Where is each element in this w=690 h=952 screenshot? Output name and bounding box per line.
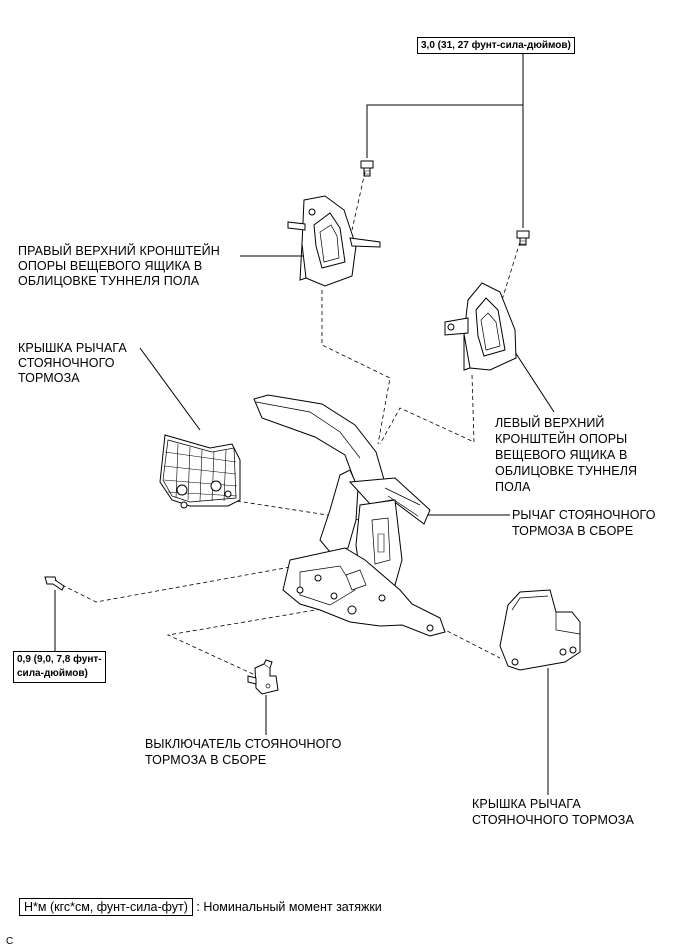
label-lever-cover-left-line-2: СТОЯНОЧНОГО <box>18 356 115 370</box>
torque-spec-top-text: 3,0 (31, 27 фунт-сила-дюймов) <box>421 40 571 51</box>
dash-right-bracket-lever <box>321 290 391 445</box>
dash-cover-left-lever <box>229 499 361 521</box>
left-upper-bracket <box>444 282 517 371</box>
label-right-upper-bracket-line-3: ОБЛИЦОВКЕ ТУННЕЛЯ ПОЛА <box>18 274 200 288</box>
parking-brake-lever <box>253 394 446 637</box>
leader-torque-top-right-bolt <box>366 52 524 158</box>
legend-box: Н*м (кгс*см, фунт-сила-фут) <box>19 898 193 916</box>
label-parking-brake-switch: ВЫКЛЮЧАТЕЛЬ СТОЯНОЧНОГО ТОРМОЗА В СБОРЕ <box>145 736 341 768</box>
dash-bolt-right <box>351 171 366 231</box>
torque-spec-left-line-2: сила-дюймов) <box>17 668 88 679</box>
bolt-top-right <box>360 160 374 177</box>
label-parking-brake-lever-line-1: РЫЧАГ СТОЯНОЧНОГО <box>512 508 656 522</box>
label-lever-cover-right-line-2: СТОЯНОЧНОГО ТОРМОЗА <box>472 813 634 827</box>
label-parking-brake-lever: РЫЧАГ СТОЯНОЧНОГО ТОРМОЗА В СБОРЕ <box>512 507 656 539</box>
torque-spec-top: 3,0 (31, 27 фунт-сила-дюймов) <box>417 37 575 54</box>
label-left-upper-bracket-line-5: ПОЛА <box>495 480 531 494</box>
label-right-upper-bracket-line-1: ПРАВЫЙ ВЕРХНИЙ КРОНШТЕЙН <box>18 244 220 258</box>
label-left-upper-bracket-line-3: ВЕЩЕВОГО ЯЩИКА В <box>495 448 628 462</box>
legend: Н*м (кгс*см, фунт-сила-фут) : Номинальны… <box>19 898 382 916</box>
label-left-upper-bracket: ЛЕВЫЙ ВЕРХНИЙ КРОНШТЕЙН ОПОРЫ ВЕЩЕВОГО Я… <box>495 415 637 495</box>
label-lever-cover-left-line-3: ТОРМОЗА <box>18 371 80 385</box>
label-right-upper-bracket-line-2: ОПОРЫ ВЕЩЕВОГО ЯЩИКА В <box>18 259 203 273</box>
label-left-upper-bracket-line-1: ЛЕВЫЙ ВЕРХНИЙ <box>495 416 605 430</box>
torque-spec-left: 0,9 (9,0, 7,8 фунт- сила-дюймов) <box>13 651 106 683</box>
bolt-top-left <box>516 230 530 246</box>
parking-brake-lever-cover-left <box>159 434 241 509</box>
dash-bolt-lever <box>61 565 297 603</box>
assembly-lines <box>61 171 521 681</box>
leader-cover-left <box>139 347 201 431</box>
torque-spec-left-line-1: 0,9 (9,0, 7,8 фунт- <box>17 654 102 665</box>
dash-left-bracket-lever <box>379 374 475 445</box>
label-lever-cover-left-line-1: КРЫШКА РЫЧАГА <box>18 341 127 355</box>
leader-left-bracket <box>514 351 555 413</box>
label-left-upper-bracket-line-4: ОБЛИЦОВКЕ ТУННЕЛЯ <box>495 464 638 478</box>
label-parking-brake-switch-line-1: ВЫКЛЮЧАТЕЛЬ СТОЯНОЧНОГО <box>145 737 342 751</box>
label-lever-cover-left: КРЫШКА РЫЧАГА СТОЯНОЧНОГО ТОРМОЗА <box>18 341 127 386</box>
label-left-upper-bracket-line-2: КРОНШТЕЙН ОПОРЫ <box>495 432 628 446</box>
corner-code: C <box>6 936 14 947</box>
parking-brake-switch <box>247 659 279 695</box>
right-upper-bracket <box>287 195 381 287</box>
label-lever-cover-right: КРЫШКА РЫЧАГА СТОЯНОЧНОГО ТОРМОЗА <box>472 796 634 828</box>
label-parking-brake-switch-line-2: ТОРМОЗА В СБОРЕ <box>145 753 267 767</box>
dash-switch-lever <box>166 604 346 681</box>
leader-lines <box>54 52 555 795</box>
parking-brake-lever-cover-right <box>499 589 581 671</box>
label-right-upper-bracket: ПРАВЫЙ ВЕРХНИЙ КРОНШТЕЙН ОПОРЫ ВЕЩЕВОГО … <box>18 244 220 289</box>
legend-text: : Номинальный момент затяжки <box>196 900 382 914</box>
bolt-left <box>44 576 65 591</box>
label-parking-brake-lever-line-2: ТОРМОЗА В СБОРЕ <box>512 524 634 538</box>
label-lever-cover-right-line-1: КРЫШКА РЫЧАГА <box>472 797 581 811</box>
